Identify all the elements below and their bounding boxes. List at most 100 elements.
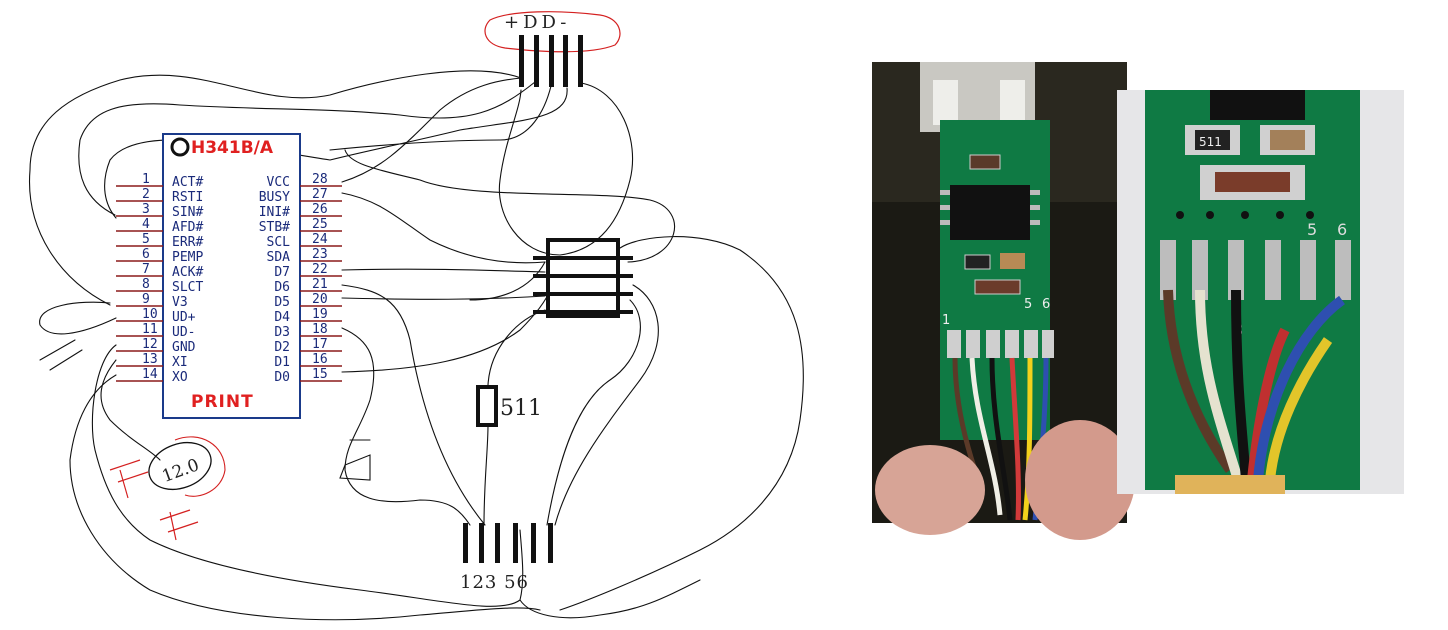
pin-number: 12 — [142, 337, 158, 352]
pin-number: 6 — [142, 247, 150, 262]
photo-left-pad-1: 1 — [942, 313, 950, 328]
bottom-header: 123 56 — [460, 523, 553, 593]
crystal-sketch: 12.0 — [109, 436, 226, 541]
chip-pin1-marker — [170, 137, 190, 157]
pin-name: VCC — [267, 175, 290, 190]
pin-number: 18 — [312, 322, 328, 337]
chip-pin-right: 26 INI# — [259, 202, 342, 220]
pin-number: 26 — [312, 202, 328, 217]
pin-number: 20 — [312, 292, 328, 307]
chip-pin-left: 1 ACT# — [116, 172, 203, 190]
pin-number: 24 — [312, 232, 328, 247]
usb-header: +DD- — [484, 11, 621, 87]
resistor-sketch: 511 — [476, 385, 542, 427]
chip-pin-right: 15 D0 — [274, 367, 342, 385]
pin-name: D7 — [274, 265, 290, 280]
chip-pin-right: 22 D7 — [274, 262, 342, 280]
pin-number: 8 — [142, 277, 150, 292]
chip-pin-left: 7 ACK# — [116, 262, 203, 280]
pin-number: 7 — [142, 262, 150, 277]
pin-name: D1 — [274, 355, 290, 370]
pin-number: 22 — [312, 262, 328, 277]
photo-right-resistor-code: 511 — [1199, 135, 1222, 149]
pin-number: 21 — [312, 277, 328, 292]
pin-number: 1 — [142, 172, 150, 187]
pin-number: 11 — [142, 322, 158, 337]
pin-name: SLCT — [172, 280, 203, 295]
chip-footer: PRINT — [191, 392, 254, 412]
chip-pin-right: 19 D4 — [274, 307, 342, 325]
usb-header-label: +DD- — [504, 12, 570, 33]
pin-name: RSTI — [172, 190, 203, 205]
pin-name: UD+ — [172, 310, 196, 325]
pin-number: 23 — [312, 247, 328, 262]
pin-name: D2 — [274, 340, 290, 355]
chip-pin-right: 28 VCC — [267, 172, 342, 190]
photo-right-pad-5: 5 — [1307, 220, 1317, 239]
pin-number: 13 — [142, 352, 158, 367]
pin-number: 3 — [142, 202, 150, 217]
pin-name: AFD# — [172, 220, 203, 235]
pin-number: 15 — [312, 367, 328, 382]
chip-title: H341B/A — [191, 138, 274, 158]
chip-pin-left: 6 PEMP — [116, 247, 203, 265]
chip-pin-left: 10 UD+ — [116, 307, 196, 325]
chip-pin-left: 8 SLCT — [116, 277, 203, 295]
chip-pin-left: 13 XI — [116, 352, 188, 370]
pin-name: D4 — [274, 310, 290, 325]
pin-name: ACK# — [172, 265, 203, 280]
photo-left-pad-5: 5 — [1024, 297, 1032, 312]
pin-name: GND — [172, 340, 196, 355]
pin-name: D3 — [274, 325, 290, 340]
pin-number: 25 — [312, 217, 328, 232]
pin-name: ERR# — [172, 235, 203, 250]
photo-left: 1 5 6 — [872, 62, 1135, 540]
pin-name: SCL — [267, 235, 291, 250]
pin-name: V3 — [172, 295, 188, 310]
photo-right: 511 5 6 3 — [1117, 90, 1404, 494]
chip-pin-right: 17 D2 — [274, 337, 342, 355]
chip-pin-right: 27 BUSY — [259, 187, 342, 205]
pin-name: D0 — [274, 370, 290, 385]
pin-number: 16 — [312, 352, 328, 367]
pin-name: D5 — [274, 295, 290, 310]
pin-name: INI# — [259, 205, 290, 220]
pin-number: 5 — [142, 232, 150, 247]
chip-pin-right: 21 D6 — [274, 277, 342, 295]
pin-number: 28 — [312, 172, 328, 187]
chip-pin-right: 25 STB# — [259, 217, 342, 235]
soic8-sketch — [533, 238, 633, 318]
pin-name: SIN# — [172, 205, 203, 220]
chip-pin-left: 2 RSTI — [116, 187, 203, 205]
pin-name: STB# — [259, 220, 290, 235]
photo-left-pad-6: 6 — [1042, 297, 1050, 312]
chip-pin-right: 16 D1 — [274, 352, 342, 370]
pin-name: XI — [172, 355, 188, 370]
pin-name: UD- — [172, 325, 195, 340]
pin-name: BUSY — [259, 190, 290, 205]
pin-number: 19 — [312, 307, 328, 322]
pin-name: ACT# — [172, 175, 203, 190]
pin-number: 14 — [142, 367, 158, 382]
wiring-sketch — [28, 70, 804, 621]
photo-right-pad-6: 6 — [1337, 220, 1347, 239]
pin-number: 2 — [142, 187, 150, 202]
pin-number: 10 — [142, 307, 158, 322]
chip-pin-left: 11 UD- — [116, 322, 195, 340]
right-pin-column: 28VCC27BUSY26INI#25STB#24SCL23SDA22D721D… — [259, 172, 342, 385]
chip-pin-right: 18 D3 — [274, 322, 342, 340]
pin-name: D6 — [274, 280, 290, 295]
pin-name: PEMP — [172, 250, 203, 265]
pin-number: 17 — [312, 337, 328, 352]
chip-pin-right: 20 D5 — [274, 292, 342, 310]
chip-pin-left: 12 GND — [116, 337, 196, 355]
pin-number: 27 — [312, 187, 328, 202]
pin-name: SDA — [267, 250, 291, 265]
chip-pin-left: 5 ERR# — [116, 232, 203, 250]
